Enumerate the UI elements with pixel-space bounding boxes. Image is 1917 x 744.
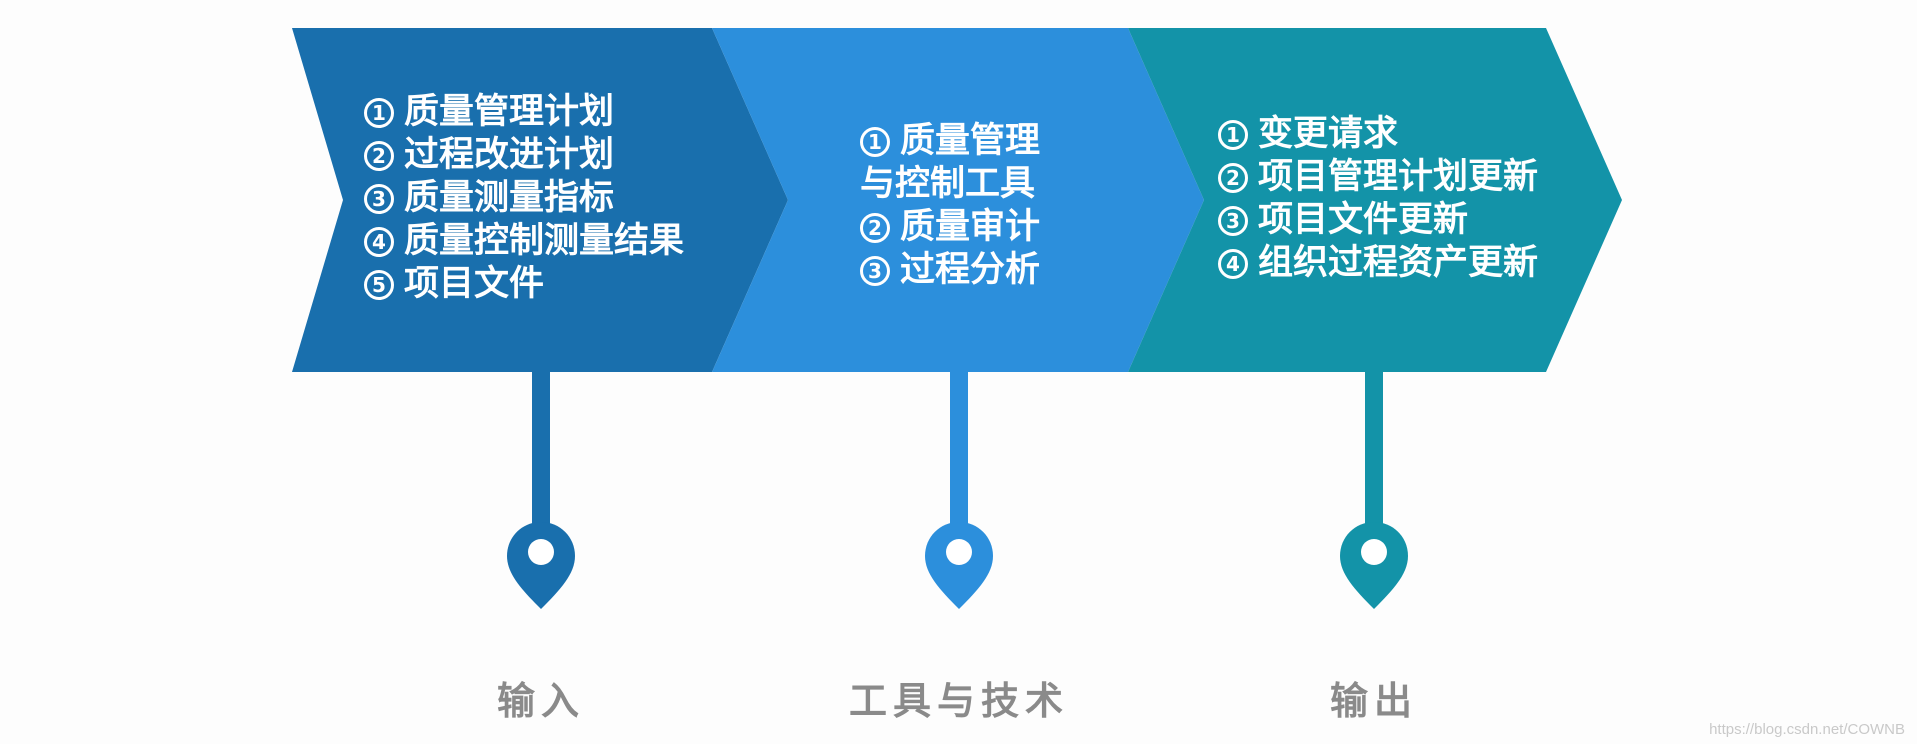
watermark: https://blog.csdn.net/COWNB: [1709, 721, 1905, 738]
tools-chevron: [712, 28, 1204, 372]
input-chevron: [292, 28, 788, 372]
output-label: 输出: [1329, 679, 1418, 723]
output-stem: [1365, 372, 1383, 542]
number-badge: 1: [364, 98, 394, 128]
output-pin-hole: [1361, 539, 1387, 565]
tools-label: 工具与技术: [848, 679, 1069, 723]
number-badge: 2: [860, 213, 890, 243]
number-badge: 4: [364, 227, 394, 257]
output-pin-icon: [1340, 522, 1408, 609]
output-chevron: [1128, 28, 1622, 372]
number-badge: 5: [364, 270, 394, 300]
number-badge: 2: [1218, 163, 1248, 193]
number-badge: 3: [364, 184, 394, 214]
number-badge: 2: [364, 141, 394, 171]
tools-pin-icon: [925, 522, 993, 609]
input-label: 输入: [496, 679, 585, 723]
number-badge: 1: [860, 127, 890, 157]
input-pin-hole: [528, 539, 554, 565]
number-badge: 4: [1218, 249, 1248, 279]
number-badge: 3: [860, 256, 890, 286]
tools-pin-hole: [946, 539, 972, 565]
tools-stem: [950, 372, 968, 542]
number-badge: 3: [1218, 206, 1248, 236]
input-stem: [532, 372, 550, 542]
input-pin-icon: [507, 522, 575, 609]
number-badge: 1: [1218, 120, 1248, 150]
